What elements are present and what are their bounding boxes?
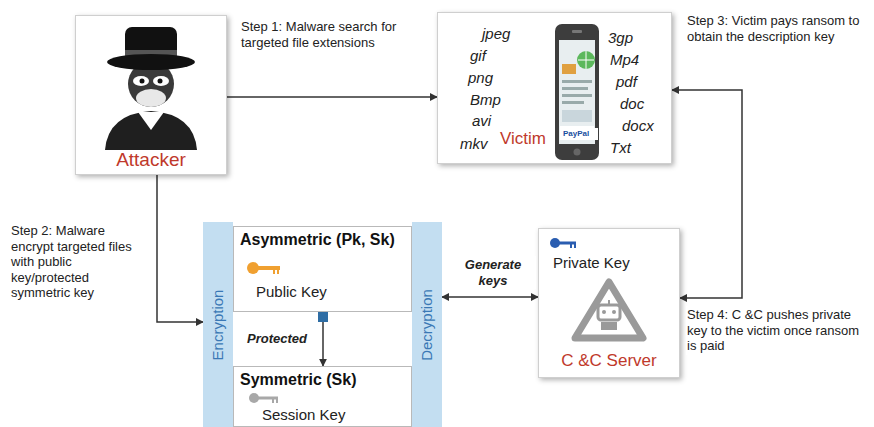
edge-label: Step 1: Malware search for targeted file… [240, 18, 422, 51]
private-key-icon [550, 238, 576, 248]
victim-box: jpeg gif pngBmp avi mkv 3gpMp4 pdf doc docxTxt Vi… [437, 12, 672, 164]
file-extension: Mp4 [610, 51, 639, 68]
screen-brand: PayPal [562, 128, 598, 140]
file-extension: avi [472, 112, 491, 129]
edge-label: Step 2: Malware encrypt targeted files w… [10, 222, 150, 302]
file-extension: 3gp [608, 29, 633, 46]
key-name: Public Key [256, 283, 327, 300]
edge-label: Generate keys [450, 256, 536, 289]
attacker-box: Attacker [75, 15, 227, 175]
connector-arrow [672, 90, 742, 298]
step-note: Step 4: C &C pushes private key to the v… [686, 306, 872, 355]
section-title: Asymmetric (Pk, Sk) [240, 231, 395, 249]
band-title: Encryption [209, 289, 226, 360]
edge-label: Step 3: Victim pays ransom to obtain the… [686, 12, 872, 45]
connector-arrow [227, 96, 437, 98]
key-name: Session Key [262, 406, 345, 423]
session-key-icon [249, 393, 278, 403]
attacker-icon [105, 27, 197, 150]
actor-name: Victim [500, 129, 546, 149]
protected-marker [318, 312, 328, 322]
key-name: Private Key [553, 254, 630, 271]
file-extension: docx [622, 117, 654, 134]
band-title: Decryption [418, 289, 435, 361]
edge-label: Protected [246, 330, 318, 348]
file-extension: png [468, 69, 493, 86]
file-extension: jpeg [482, 25, 510, 42]
file-extension: doc [620, 95, 644, 112]
phone-icon [555, 24, 599, 160]
connector-arrow [157, 175, 203, 322]
file-extension: Txt [610, 139, 631, 156]
symmetric-section: Symmetric (Sk) Session Key [233, 366, 412, 427]
asymmetric-section: Asymmetric (Pk, Sk) Public Key [233, 226, 412, 312]
actor-name: Attacker [76, 149, 226, 171]
public-key-icon [247, 262, 280, 274]
encryption-band: Encryption [203, 222, 233, 427]
connector-arrow [322, 322, 324, 366]
file-extension: Bmp [470, 91, 501, 108]
file-extension: pdf [616, 73, 637, 90]
cc-server-box: Private Key C &C Server [538, 228, 680, 378]
server-name: C &C Server [539, 351, 679, 371]
server-robot-icon [575, 282, 643, 338]
decryption-band: Decryption [412, 222, 442, 427]
file-extension: mkv [460, 135, 488, 152]
file-extension: gif [470, 47, 486, 64]
connector-arrow [442, 296, 538, 298]
section-title: Symmetric (Sk) [240, 371, 357, 389]
